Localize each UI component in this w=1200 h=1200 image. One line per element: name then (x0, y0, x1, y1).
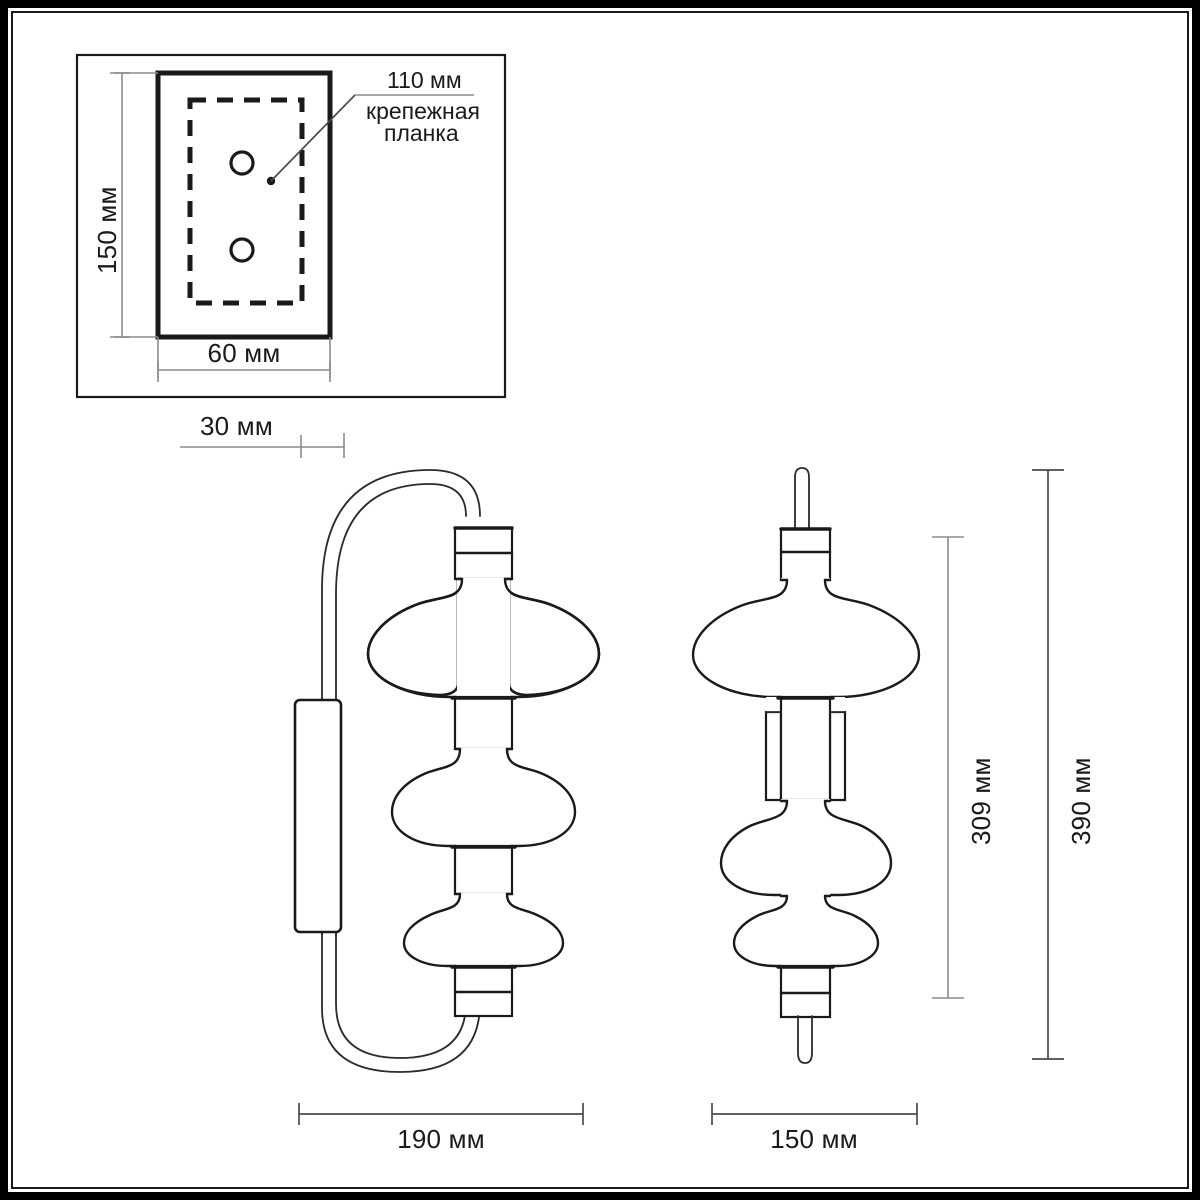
shade-2-outline-right (505, 747, 577, 848)
front-top-socket-cap (779, 527, 832, 582)
arm-upper-outer (321, 469, 481, 936)
overall-height-dimension: 390 мм (1032, 469, 1096, 1060)
shade-1-center-fill (457, 578, 510, 696)
front-shade-2-fill (781, 799, 830, 889)
front-connector-1-wing-right (828, 710, 847, 802)
front-top-stem (794, 467, 810, 531)
side-view-width-label: 190 мм (397, 1124, 485, 1154)
front-view-width-label: 150 мм (770, 1124, 858, 1154)
shade-1-outline-left (366, 577, 464, 699)
inner-border (11, 11, 1189, 1189)
plate-height-label: 150 мм (92, 186, 122, 274)
depth-dimension: 30 мм (180, 411, 345, 458)
depth-label: 30 мм (200, 411, 273, 441)
screw-hole-upper (229, 150, 255, 176)
connector-2 (453, 844, 514, 896)
overall-height-label: 390 мм (1066, 757, 1096, 845)
front-shade-3-outline-right (823, 894, 880, 968)
front-connector-1 (779, 695, 832, 802)
front-shade-1-outline-right (823, 578, 921, 699)
front-connector-1-wing-left (764, 710, 783, 802)
front-shade-2-outline-left (719, 799, 789, 897)
bracket-caption-line-1: крепежная (366, 98, 480, 124)
shade-3-outline-right (505, 892, 565, 968)
fixture-height-dimension: 309 мм (932, 536, 996, 999)
mounting-bracket-dashed-outline (187, 97, 305, 306)
front-view-fixture: 150 мм (691, 467, 921, 1154)
arm-lower-outer (321, 929, 481, 1073)
side-view-fixture: 190 мм (293, 469, 601, 1154)
front-shade-1-fill (781, 578, 830, 696)
shade-2-left-fill (392, 749, 460, 844)
shade-2-center-fill (455, 748, 512, 848)
arm-lower-inner (335, 929, 467, 1059)
shade-2-outline-left (390, 747, 462, 848)
screw-hole-lower (229, 237, 255, 263)
leader-line (270, 94, 356, 182)
mounting-plate-detail-panel: 110 мм крепежная планка 150 мм 60 мм (75, 53, 507, 399)
front-bottom-stem (797, 1015, 813, 1064)
front-shade-3-outline-left (732, 894, 789, 968)
bracket-width-label: 110 мм (387, 67, 462, 93)
shade-3-outline-left (402, 892, 462, 968)
plate-width-label: 60 мм (208, 338, 281, 368)
shade-1-outline-right (503, 577, 601, 699)
front-bottom-socket-cap (779, 964, 832, 1019)
wall-mount-body (293, 698, 343, 934)
connector-1 (453, 695, 514, 751)
front-shade-3-fill (781, 894, 830, 966)
shade-3-center-fill (455, 893, 512, 959)
front-shade-1-outline-left (691, 578, 789, 699)
fixture-height-label: 309 мм (966, 757, 996, 845)
arm-upper-inner (335, 483, 467, 936)
shade-2-right-fill (507, 749, 575, 844)
front-shade-2-outline-right (823, 799, 893, 897)
bracket-caption-line-2: планка (384, 120, 459, 146)
